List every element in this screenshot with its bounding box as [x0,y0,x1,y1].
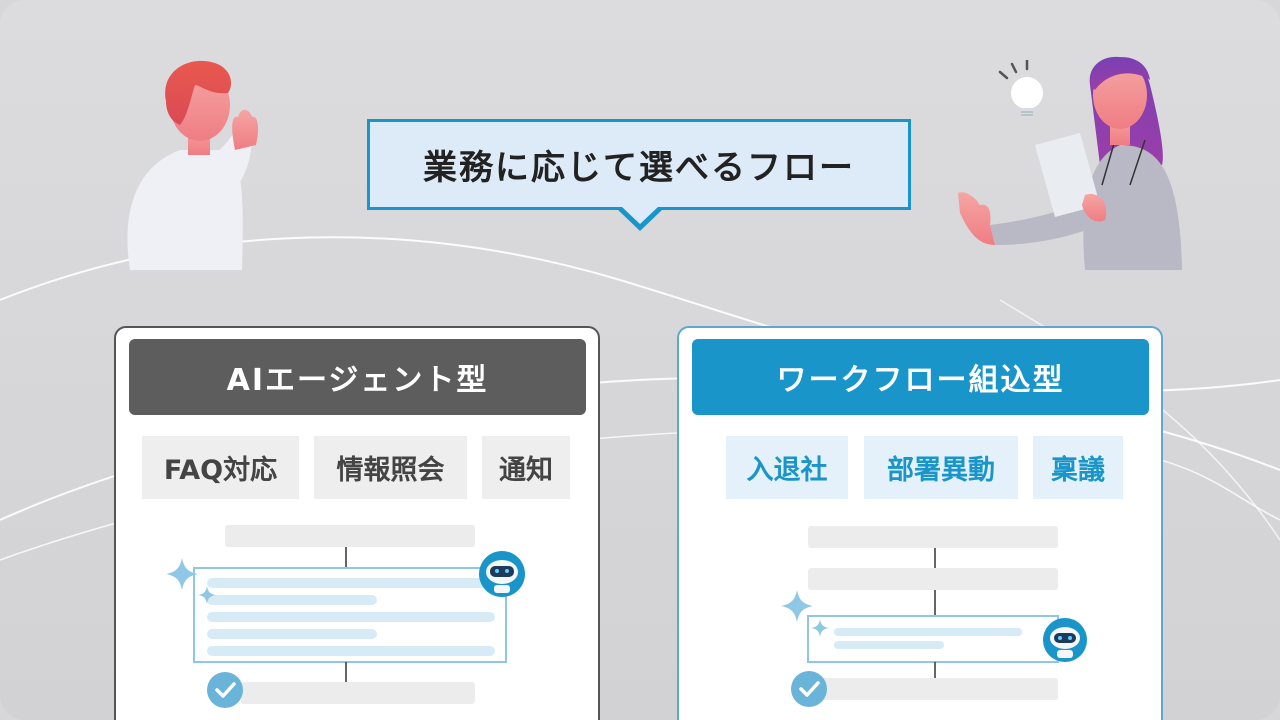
flow-step-bar [808,678,1058,700]
check-circle-icon [791,671,827,707]
tag-notification: 通知 [482,436,570,499]
sparkle-icon [166,558,216,604]
right-person-figure [958,56,1182,270]
flow-step-bar [808,526,1058,548]
tag-department-transfer: 部署異動 [864,436,1018,499]
ai-processing-box [807,615,1059,663]
ai-agent-flow-diagram [166,525,525,708]
flow-step-bar [225,525,475,547]
flow-step-bar [808,568,1058,590]
lightbulb-icon [998,60,1043,118]
card-header-workflow: ワークフロー組込型 [692,339,1149,415]
robot-icon [1043,618,1087,662]
bubble-title: 業務に応じて選べるフロー [423,148,855,188]
card-title: AIエージェント型 [226,363,489,398]
workflow-flow-diagram [781,526,1087,707]
card-workflow: ワークフロー組込型 入退社 部署異動 稟議 [677,326,1163,720]
check-circle-icon [207,672,243,708]
tag-approval: 稟議 [1033,436,1123,499]
speech-bubble-tail [617,206,663,231]
card-title: ワークフロー組込型 [776,363,1065,398]
sparkle-icon [781,590,829,637]
card-header-ai-agent: AIエージェント型 [129,339,586,415]
card-ai-agent: AIエージェント型 FAQ対応 情報照会 通知 [114,326,600,720]
tag-faq: FAQ対応 [142,436,299,499]
tag-info-lookup: 情報照会 [314,436,467,499]
robot-icon [479,551,525,597]
left-person-figure [127,60,259,270]
tag-onboarding-offboarding: 入退社 [726,436,848,499]
title-speech-bubble: 業務に応じて選べるフロー [367,119,911,210]
flow-step-bar [241,682,475,704]
